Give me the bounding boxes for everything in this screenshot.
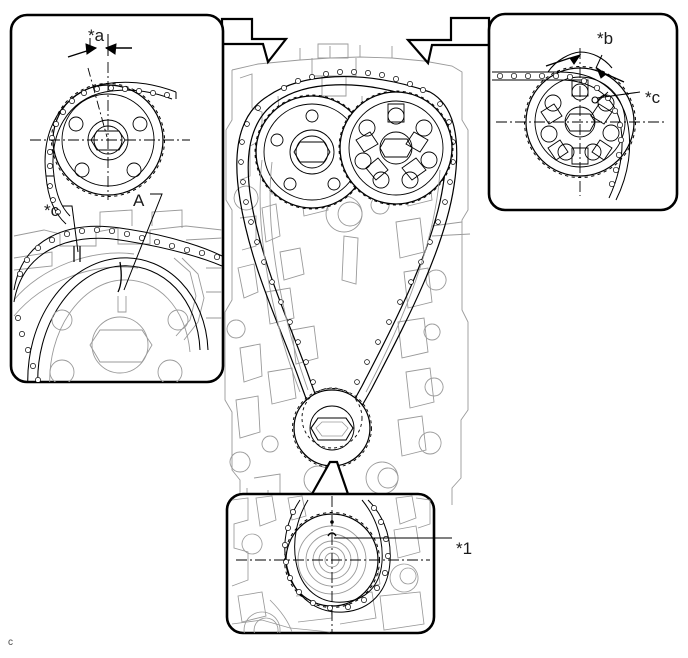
engine-main-view [224, 43, 471, 506]
leader-c-left [62, 205, 79, 253]
leader-a-left [123, 193, 163, 291]
label-star-b: *b [597, 29, 614, 48]
label-a: A [133, 191, 145, 210]
label-star-c-left: *c [44, 201, 60, 220]
callout-box-bottom [225, 492, 452, 635]
callout-leaders [220, 16, 491, 496]
exhaust-camshaft-sprocket [338, 90, 454, 206]
label-star-a: *a [88, 26, 105, 45]
callout-box-top-right [487, 12, 679, 212]
page-corner-mark: c [8, 637, 13, 648]
callout-box-top-left [9, 13, 225, 384]
intake-sprocket-mark-detail [30, 34, 190, 225]
leader-c-right [596, 91, 641, 99]
label-star-1: *1 [456, 539, 473, 558]
crankshaft-sprocket [292, 387, 372, 468]
label-star-c-right: *c [645, 88, 661, 107]
